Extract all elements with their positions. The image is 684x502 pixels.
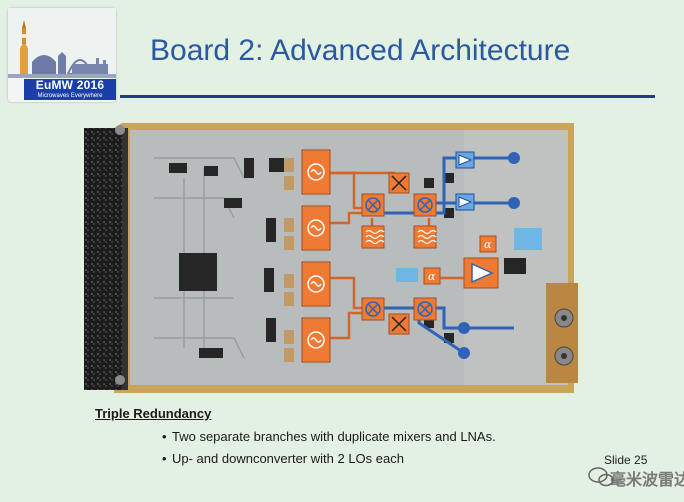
slide-number: Slide 25 [604, 453, 648, 467]
section-heading: Triple Redundancy [95, 406, 212, 421]
svg-text:α: α [428, 270, 436, 283]
title-divider [120, 95, 655, 98]
bullet-item: • Up- and downconverter with 2 LOs each [162, 450, 496, 472]
bullet-text: Two separate branches with duplicate mix… [172, 429, 496, 444]
bullet-list: • Two separate branches with duplicate mi… [162, 428, 496, 472]
svg-text:α: α [484, 238, 492, 251]
bullet-dot: • [162, 451, 167, 466]
bullet-text: Up- and downconverter with 2 LOs each [172, 451, 404, 466]
wechat-icon [588, 467, 614, 487]
bullet-item: • Two separate branches with duplicate mi… [162, 428, 496, 450]
london-skyline-icon [8, 8, 116, 78]
pcb-board-photo: αα [84, 123, 578, 393]
logo-title: EuMW 2016 [24, 79, 116, 92]
logo-subtitle: Microwaves Everywhere [24, 92, 116, 100]
slide-title: Board 2: Advanced Architecture [150, 34, 571, 67]
watermark-text: 毫米波雷达 [610, 472, 684, 489]
bullet-dot: • [162, 429, 167, 444]
eumw-logo: EuMW 2016 Microwaves Everywhere [8, 8, 116, 102]
